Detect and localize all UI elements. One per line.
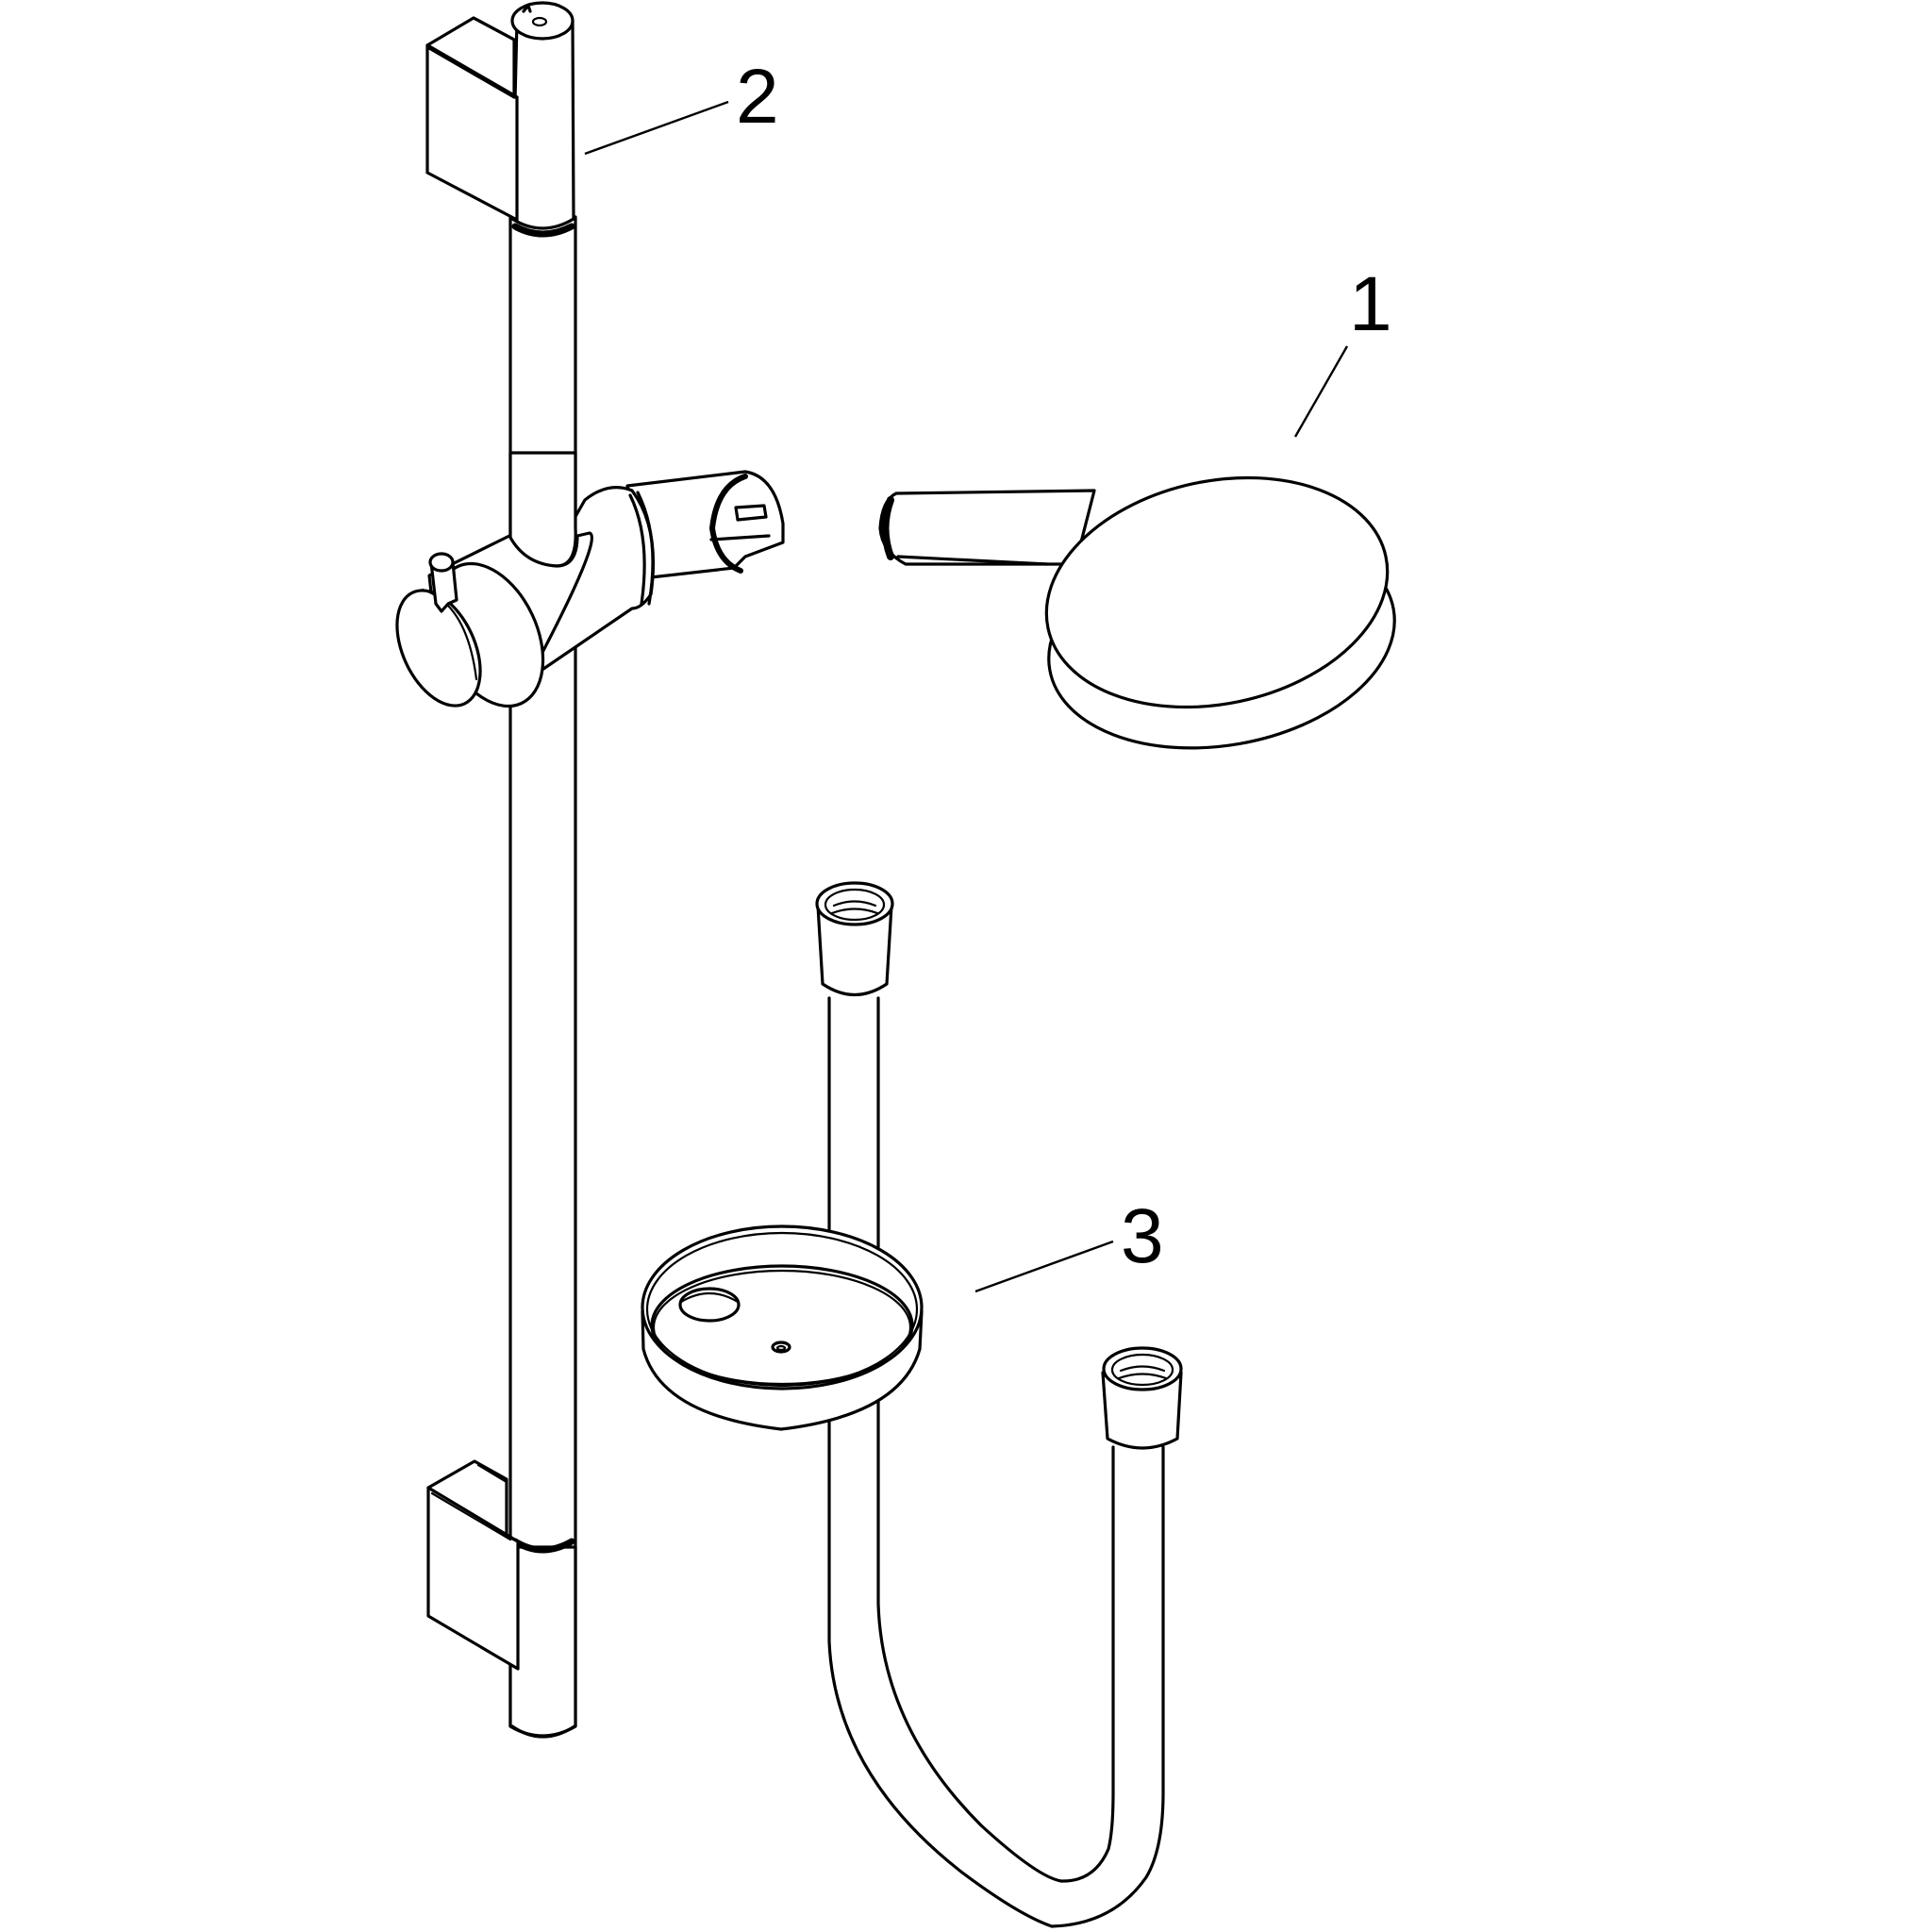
bottom-wall-bracket: [426, 1459, 520, 1671]
callout-2: 2: [736, 54, 779, 140]
wall-bar: [508, 1, 577, 1739]
hose-connector-top: [815, 881, 894, 996]
slider-holder: [395, 451, 785, 708]
callout-3: 3: [1121, 1193, 1164, 1279]
top-wall-bracket: [425, 16, 519, 222]
soap-dish: [641, 1224, 924, 1431]
shower-hose: [815, 881, 1183, 1928]
callout-1: 1: [1349, 261, 1392, 347]
leader-line-2: [584, 100, 729, 156]
leader-line-3: [974, 1240, 1114, 1293]
hose-connector-bottom: [1101, 1346, 1183, 1450]
leader-line-1: [1293, 345, 1349, 438]
hand-shower: [878, 475, 1396, 750]
